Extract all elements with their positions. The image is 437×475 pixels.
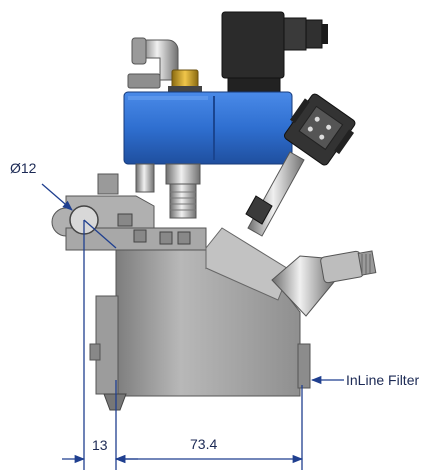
brass-fitting [168,69,202,92]
valve-stems [97,163,201,219]
mounting-clamp [51,195,207,251]
angled-connector [245,93,356,237]
plug-connector-top [221,11,328,95]
solenoid-coil [123,91,293,165]
valve-body [89,227,311,411]
elbow-fitting [127,37,179,89]
diameter-label: Ø12 [10,160,37,176]
inline-filter-callout: InLine Filter [346,372,420,388]
dimension-73-4-label: 73.4 [190,436,218,452]
angled-fitting [271,250,377,317]
dimension-13-label: 13 [92,437,108,453]
dimension-lines [41,183,344,470]
